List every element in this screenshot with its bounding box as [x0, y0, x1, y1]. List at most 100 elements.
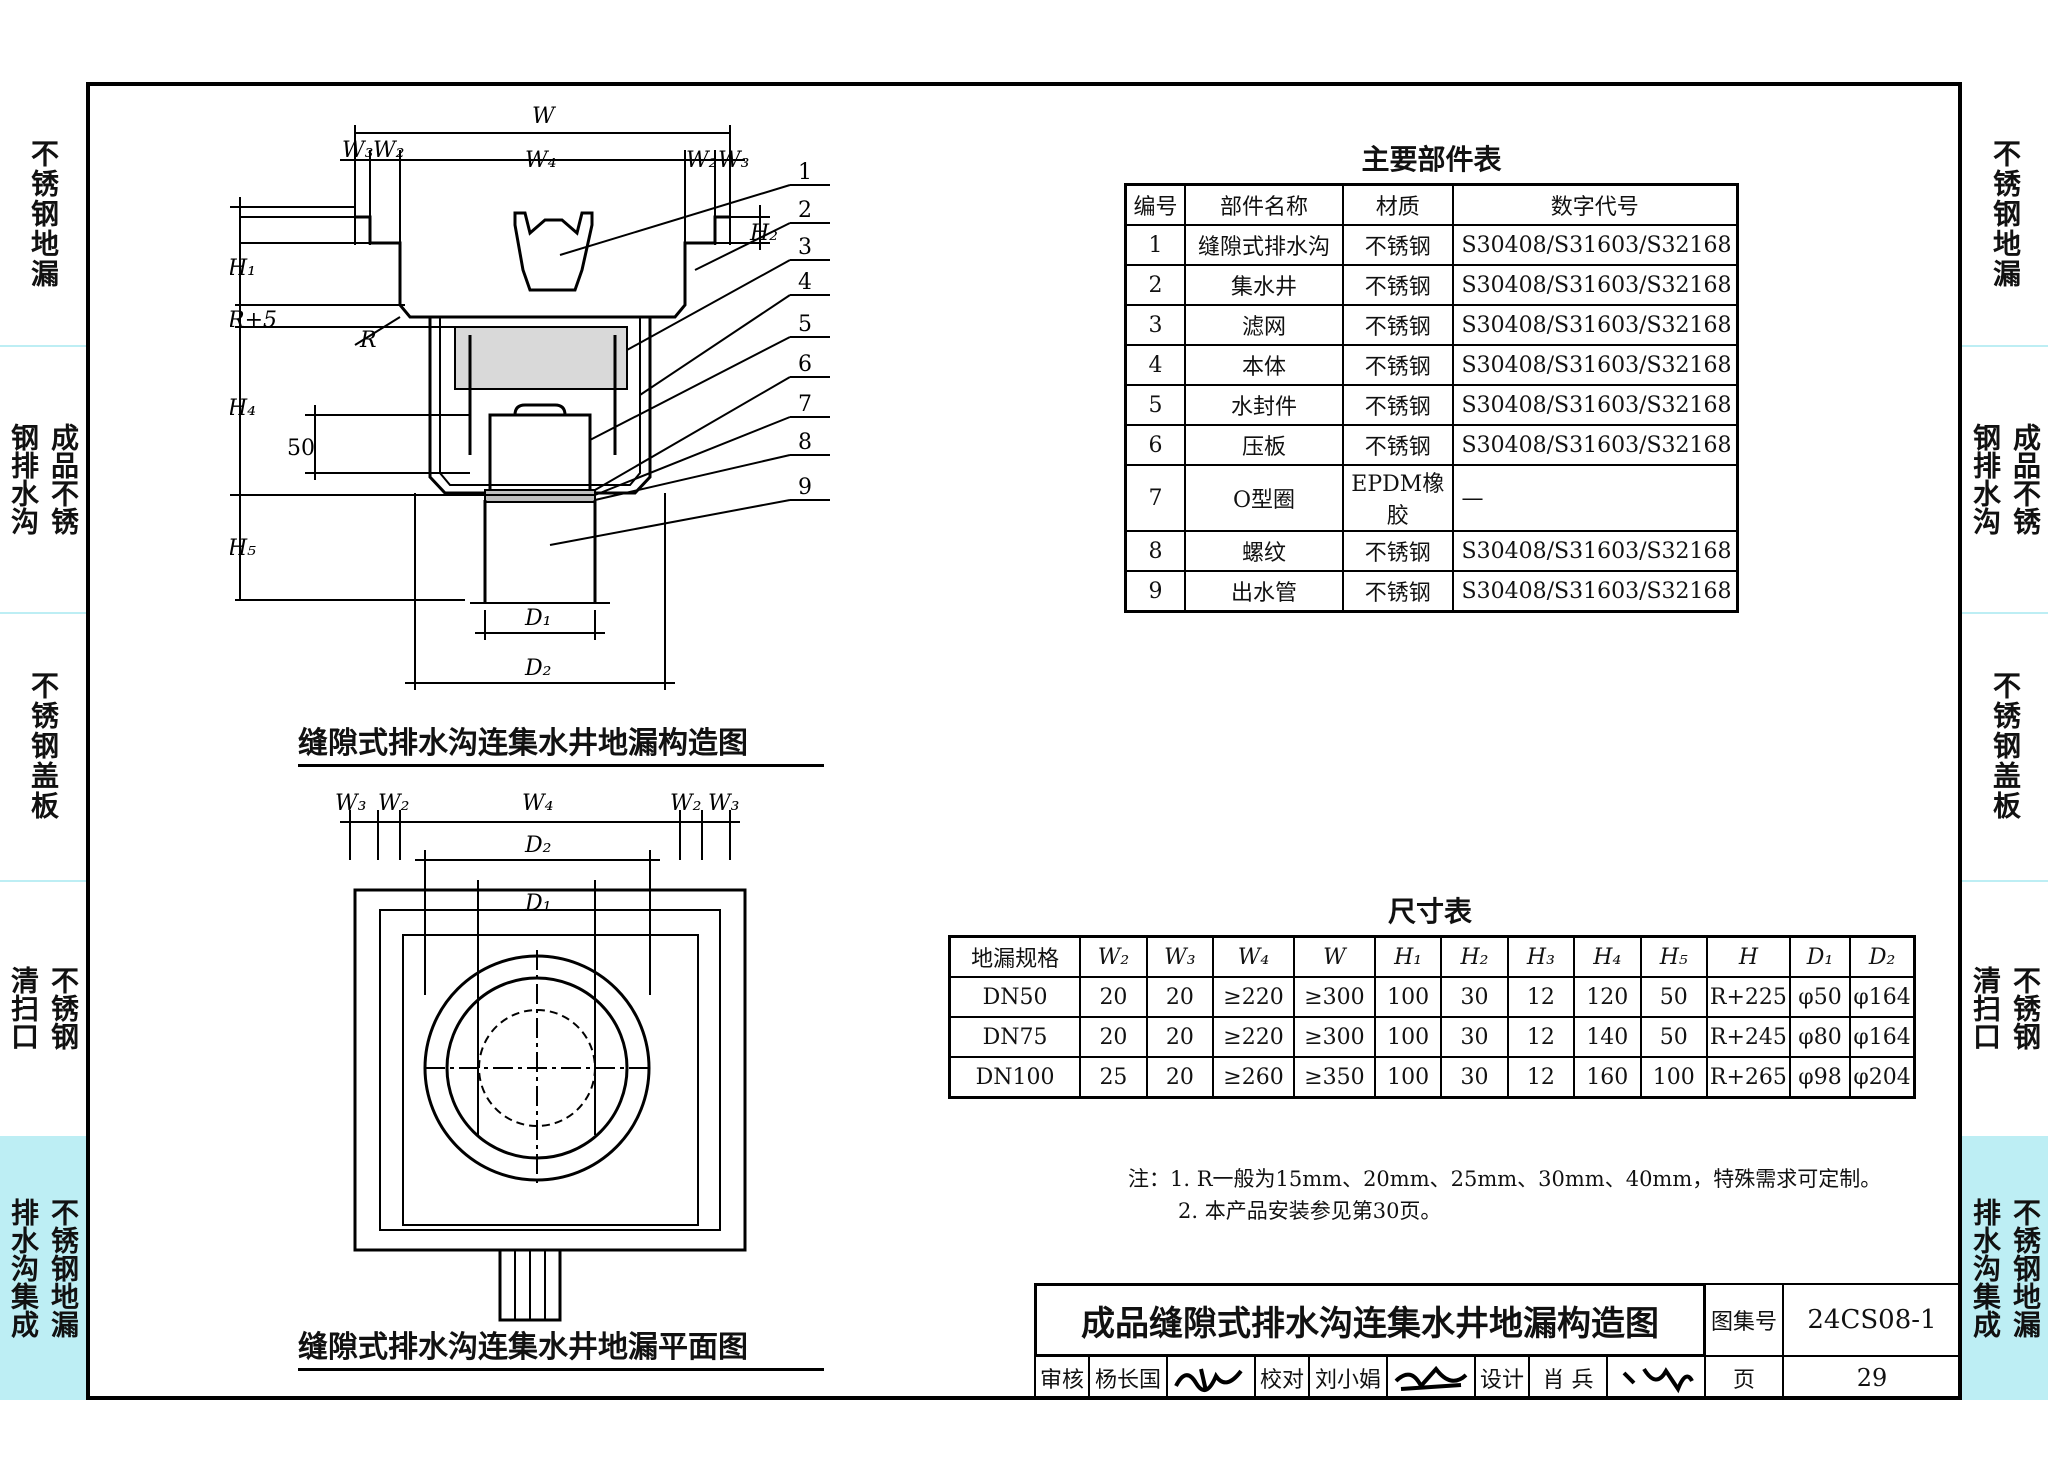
- callout-9: 9: [798, 475, 812, 500]
- dim-w2-right: W₂: [686, 148, 717, 173]
- parts-cell: S30408/S31603/S32168: [1451, 384, 1739, 426]
- tab-label: 不锈钢清扫口: [1969, 966, 2042, 1050]
- atlas-label: 图集号: [1710, 1310, 1777, 1335]
- reviewer-signature: [1174, 1368, 1243, 1392]
- dims-cell: φ50: [1788, 976, 1852, 1018]
- dims-cell: 100: [1373, 1016, 1443, 1058]
- left-tab-4[interactable]: 不锈钢清扫口: [0, 880, 86, 1136]
- right-tab-5[interactable]: 不锈钢地漏排水沟集成: [1962, 1136, 2048, 1400]
- parts-cell: 2: [1124, 264, 1186, 306]
- plan-w3-right: W₃: [708, 791, 739, 816]
- right-tab-1[interactable]: 不锈钢地漏: [1962, 82, 2048, 345]
- plan-drawing: W₃ W₂ W₄ W₂ W₃ D₂ D₁: [335, 791, 747, 1322]
- check-label: 校对: [1259, 1367, 1304, 1393]
- parts-cell: O型圈: [1183, 464, 1345, 532]
- parts-cell: S30408/S31603/S32168: [1451, 344, 1739, 386]
- left-tab-3[interactable]: 不锈钢盖板: [0, 612, 86, 880]
- note-2: 2. 本产品安装参见第30页。: [1178, 1199, 1442, 1223]
- tab-label: 不锈钢地漏: [1989, 138, 2022, 289]
- tab-label: 成品不锈钢排水沟: [7, 422, 80, 535]
- plan-w2-left: W₂: [378, 791, 409, 816]
- parts-cell: 不锈钢: [1342, 424, 1454, 466]
- checker-signature: [1394, 1365, 1468, 1391]
- parts-cell: EPDM橡胶: [1342, 464, 1454, 532]
- dims-cell: φ164: [1849, 1016, 1916, 1058]
- parts-cell: 3: [1124, 304, 1186, 346]
- dims-header-cell: H: [1705, 935, 1791, 978]
- parts-cell: 1: [1124, 224, 1186, 266]
- review-label: 审核: [1039, 1367, 1084, 1393]
- parts-cell: S30408/S31603/S32168: [1451, 264, 1739, 306]
- dims-cell: 30: [1440, 1056, 1509, 1099]
- plan-w3-left: W₃: [335, 791, 366, 816]
- tab-divider: [1962, 612, 2048, 614]
- parts-header-row: 编号部件名称材质数字代号: [1124, 183, 1739, 226]
- dims-cell: 30: [1440, 976, 1509, 1018]
- callout-2: 2: [798, 198, 812, 223]
- right-tab-3[interactable]: 不锈钢盖板: [1962, 612, 2048, 880]
- atlas-number: 24CS08-1: [1807, 1305, 1937, 1335]
- dims-header-cell: H₂: [1440, 935, 1509, 978]
- dims-cell: 100: [1373, 976, 1443, 1018]
- designer-name: 肖 兵: [1542, 1367, 1594, 1393]
- plan-caption: 缝隙式排水沟连集水井地漏平面图: [298, 1322, 824, 1371]
- dims-header-cell: H₃: [1506, 935, 1576, 978]
- dim-d2: D₂: [524, 656, 551, 681]
- dims-header-cell: H₄: [1573, 935, 1642, 978]
- parts-cell: 5: [1124, 384, 1186, 426]
- parts-table-title: 主要部件表: [1361, 143, 1502, 176]
- tab-divider: [0, 345, 86, 347]
- dims-header-cell: H₅: [1639, 935, 1708, 978]
- tab-divider: [1962, 1136, 2048, 1138]
- right-tab-4[interactable]: 不锈钢清扫口: [1962, 880, 2048, 1136]
- parts-cell: 9: [1124, 570, 1186, 613]
- dims-cell: 12: [1506, 1056, 1576, 1099]
- dims-cell: φ80: [1788, 1016, 1852, 1058]
- dims-cell: 100: [1373, 1056, 1443, 1099]
- callout-6: 6: [798, 352, 812, 377]
- parts-cell: S30408/S31603/S32168: [1451, 570, 1739, 613]
- title-block: 成品缝隙式排水沟连集水井地漏构造图 图集号 24CS08-1 审核 杨长国 校对…: [1034, 1283, 1962, 1400]
- parts-cell: 不锈钢: [1342, 224, 1454, 266]
- tab-divider: [0, 880, 86, 882]
- dims-cell: 100: [1639, 1056, 1708, 1099]
- left-tab-1[interactable]: 不锈钢地漏: [0, 82, 86, 345]
- dims-cell: 30: [1440, 1016, 1509, 1058]
- left-tab-2[interactable]: 成品不锈钢排水沟: [0, 345, 86, 612]
- dims-cell: φ164: [1849, 976, 1916, 1018]
- parts-cell: 本体: [1183, 344, 1345, 386]
- dims-table-title: 尺寸表: [1387, 895, 1472, 928]
- designer-signature: [1622, 1366, 1694, 1393]
- dims-cell: 140: [1573, 1016, 1642, 1058]
- page-number: 29: [1856, 1363, 1888, 1392]
- dims-cell: 12: [1506, 976, 1576, 1018]
- dims-cell: 12: [1506, 1016, 1576, 1058]
- parts-cell: 4: [1124, 344, 1186, 386]
- dims-header-cell: W₃: [1145, 935, 1215, 978]
- parts-cell: 不锈钢: [1342, 264, 1454, 306]
- dim-h1: H₁: [230, 256, 256, 281]
- tab-divider: [0, 612, 86, 614]
- dim-h5: H₅: [230, 536, 256, 561]
- drawing-title: 成品缝隙式排水沟连集水井地漏构造图: [1081, 1303, 1659, 1344]
- right-tab-2[interactable]: 成品不锈钢排水沟: [1962, 345, 2048, 612]
- dims-cell: R+265: [1705, 1056, 1791, 1099]
- parts-cell: 7: [1124, 464, 1186, 532]
- dim-r: R: [359, 328, 377, 353]
- left-tab-5[interactable]: 不锈钢地漏排水沟集成: [0, 1136, 86, 1400]
- parts-header-cell: 材质: [1342, 183, 1454, 226]
- dim-d1: D₁: [524, 606, 551, 631]
- callout-4: 4: [798, 270, 812, 295]
- dims-cell: 20: [1079, 976, 1148, 1018]
- dim-50: 50: [287, 436, 315, 461]
- callout-5: 5: [798, 312, 812, 337]
- dims-cell: ≥260: [1212, 1056, 1295, 1099]
- parts-cell: S30408/S31603/S32168: [1451, 530, 1739, 572]
- dims-cell: ≥350: [1292, 1056, 1376, 1099]
